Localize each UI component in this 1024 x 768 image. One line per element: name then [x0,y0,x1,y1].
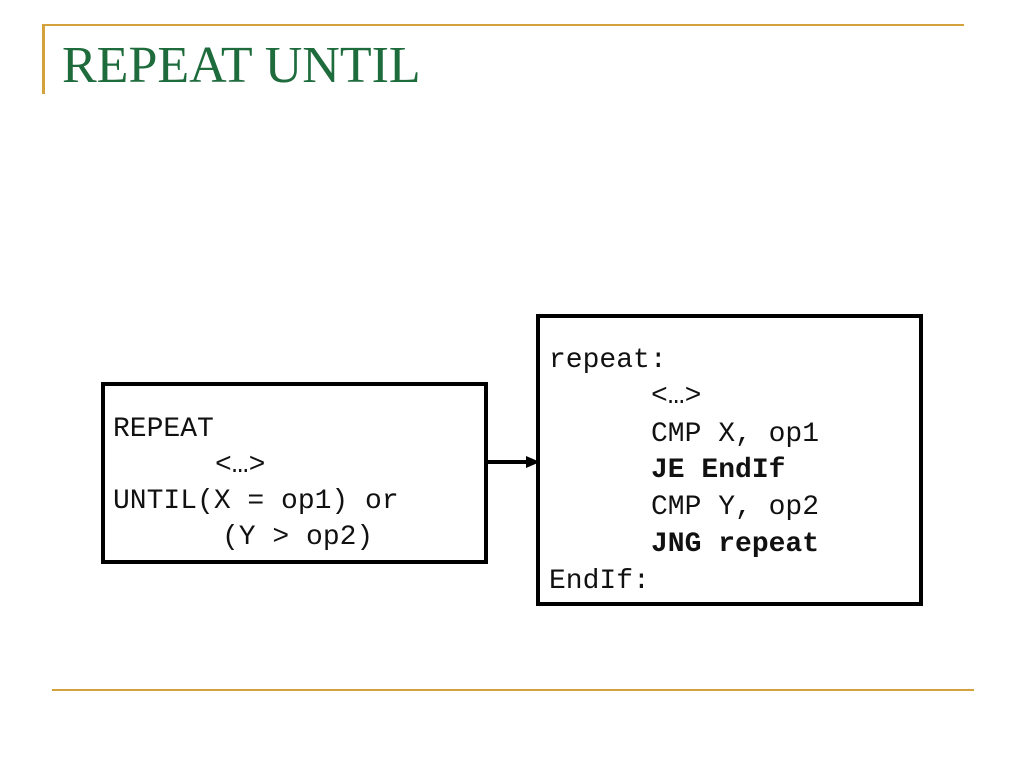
title-top-rule [42,24,964,26]
title-left-rule [42,24,45,94]
assembly-code-box [536,314,923,606]
asm-line-jng: JNG repeat [651,529,820,560]
asm-line-cmp-y: CMP Y, op2 [651,492,820,523]
bottom-rule [52,689,974,691]
asm-line-body: <…> [651,381,702,412]
source-line-until: UNTIL(X = op1) or [113,486,399,517]
source-line-repeat: REPEAT [113,414,214,445]
asm-line-endif-label: EndIf: [549,566,650,597]
arrow-right-icon [486,456,540,468]
asm-line-je: JE EndIf [651,455,786,486]
source-line-body: <…> [215,450,266,481]
source-line-condition: (Y > op2) [222,522,374,553]
source-code-box [101,382,488,564]
asm-line-cmp-x: CMP X, op1 [651,419,820,450]
asm-line-repeat-label: repeat: [549,345,667,376]
slide-title: REPEAT UNTIL [62,37,421,94]
